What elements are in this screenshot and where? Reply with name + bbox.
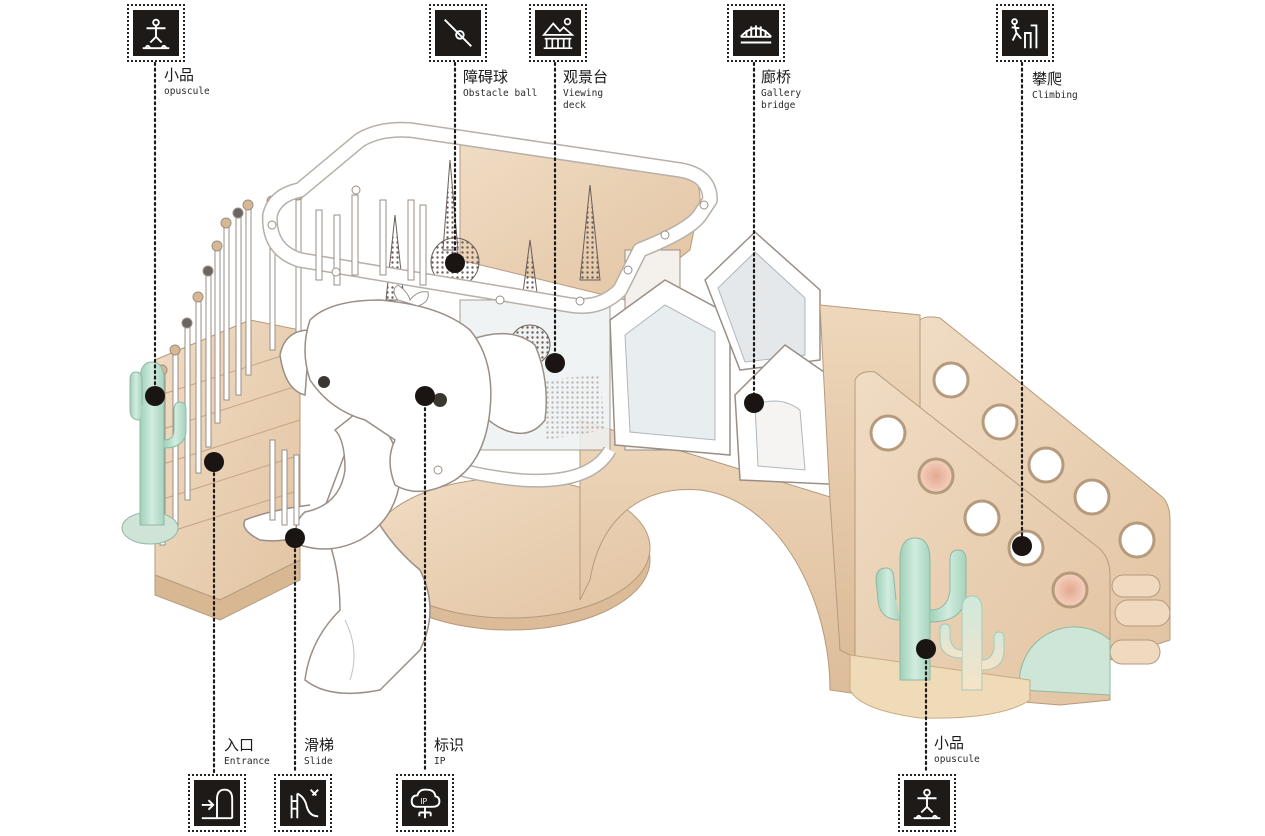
label-zh: 标识 — [434, 736, 465, 754]
label-zh: 小品 — [934, 734, 965, 752]
marker-ip — [415, 386, 435, 406]
label-zh: 观景台 — [563, 68, 609, 86]
label-en: opuscule — [934, 754, 980, 765]
callout-markers — [145, 253, 1032, 659]
label-obstacle-ball: 障碍球 Obstacle ball — [463, 70, 537, 100]
figure-on-pedestal-icon — [127, 4, 185, 62]
label-en: IP — [434, 756, 446, 767]
label-en: Viewing deck — [563, 88, 604, 111]
label-en: Slide — [304, 756, 333, 767]
label-opuscule-top: 小品 opuscule — [164, 68, 210, 98]
slide-icon — [274, 774, 332, 832]
label-slide: 滑梯 Slide — [304, 738, 334, 768]
label-zh: 攀爬 — [1032, 70, 1063, 88]
figure-on-pedestal-icon — [898, 774, 956, 832]
label-opuscule-bottom: 小品 opuscule — [934, 736, 980, 766]
diagonal-ball-icon — [429, 4, 487, 62]
marker-entrance — [204, 452, 224, 472]
climbing-figure-icon — [996, 4, 1054, 62]
label-zh: 廊桥 — [761, 68, 792, 86]
elephant-ip-slide — [243, 284, 547, 695]
label-climbing: 攀爬 Climbing — [1032, 72, 1078, 102]
marker-gallery-bridge — [744, 393, 764, 413]
label-en: Entrance — [224, 756, 270, 767]
marker-slide — [285, 528, 305, 548]
label-gallery-bridge: 廊桥 Gallery bridge — [761, 70, 801, 112]
deck-sun-icon — [529, 4, 587, 62]
label-en: Climbing — [1032, 90, 1078, 101]
label-entrance: 入口 Entrance — [224, 738, 270, 768]
label-en: Gallery bridge — [761, 88, 802, 111]
arch-bridge-icon — [727, 4, 785, 62]
right-cactus-group — [849, 537, 1031, 719]
marker-opuscule-bottom — [916, 639, 936, 659]
leader-lines — [153, 61, 1024, 774]
label-zh: 障碍球 — [463, 68, 509, 86]
label-viewing-deck: 观景台 Viewing deck — [563, 70, 608, 112]
label-zh: 入口 — [224, 736, 255, 754]
marker-viewing-deck — [545, 353, 565, 373]
entrance-arrow-icon — [188, 774, 246, 832]
label-ip: 标识 IP — [434, 738, 464, 768]
label-en: Obstacle ball — [463, 88, 538, 99]
marker-opuscule-top — [145, 386, 165, 406]
marker-obstacle-ball — [445, 253, 465, 273]
label-zh: 滑梯 — [304, 736, 335, 754]
wood-arch-base — [579, 419, 901, 701]
ip-badge-icon: IP — [396, 774, 454, 832]
gallery-bridge-houses — [609, 230, 851, 486]
svg-text:IP: IP — [420, 797, 427, 806]
label-en: opuscule — [164, 86, 210, 97]
marker-climbing — [1012, 536, 1032, 556]
label-zh: 小品 — [164, 66, 195, 84]
